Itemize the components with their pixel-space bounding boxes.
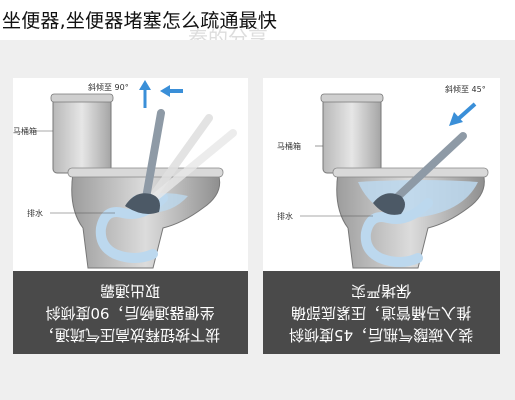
- drain-label-left: 排水: [27, 208, 43, 218]
- toilet-90-illustration: 斜倾至 90° 马桶箱 排水: [13, 80, 237, 269]
- tank-label-left: 马桶箱: [13, 126, 37, 136]
- toilet-45-illustration: 斜倾至 45° 马桶箱 排水: [277, 84, 489, 269]
- drain-label-right: 排水: [277, 211, 293, 221]
- angle-label-right: 斜倾至 45°: [445, 84, 486, 94]
- caption-right: 装入碳酸气瓶后，45度倾斜 推入马桶管道，压紧底部确 保堵严实: [263, 271, 500, 354]
- toilet-diagram-right: 斜倾至 45° 马桶箱 排水: [263, 78, 500, 271]
- caption-right-text: 装入碳酸气瓶后，45度倾斜 推入马桶管道，压紧底部确 保堵严实: [289, 281, 474, 344]
- page-title: 坐便器,坐便器堵塞怎么疏通最快: [2, 10, 278, 32]
- caption-left-text: 拔下按钮释放高压气疏通， 坐便器通畅后，90度倾斜 取出通霸: [40, 281, 221, 344]
- toilet-diagram-left: 斜倾至 90° 马桶箱 排水: [13, 78, 248, 271]
- caption-left: 拔下按钮释放高压气疏通， 坐便器通畅后，90度倾斜 取出通霸: [13, 271, 248, 354]
- tank-label-right: 马桶箱: [277, 141, 301, 151]
- angle-label-left: 斜倾至 90°: [88, 82, 129, 92]
